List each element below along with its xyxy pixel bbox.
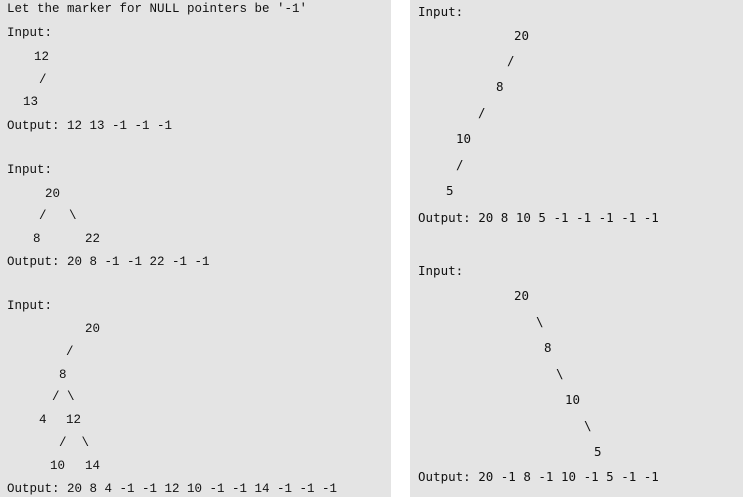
- tree-edge: /: [39, 73, 47, 87]
- output-line: Output: 20 8 4 -1 -1 12 10 -1 -1 14 -1 -…: [7, 482, 338, 496]
- tree-node: 10: [50, 459, 66, 473]
- input-label: Input:: [7, 163, 53, 177]
- right-panel: Input: 20 / 8 / 10 / 5 Output: 20 8 10 5…: [410, 0, 743, 497]
- input-label: Input:: [7, 299, 53, 313]
- tree-node: 8: [544, 340, 552, 355]
- tree-node: 8: [59, 368, 67, 382]
- tree-edge: / \: [39, 209, 77, 223]
- tree-node: 12: [34, 50, 50, 64]
- tree-edge: \: [556, 366, 564, 381]
- left-panel: Let the marker for NULL pointers be '-1'…: [0, 0, 391, 497]
- output-line: Output: 20 8 10 5 -1 -1 -1 -1 -1: [418, 210, 659, 225]
- tree-edge: /: [66, 345, 74, 359]
- output-line: Output: 20 -1 8 -1 10 -1 5 -1 -1: [418, 469, 659, 484]
- tree-edge: /: [478, 105, 486, 120]
- input-label: Input:: [418, 4, 464, 19]
- output-line: Output: 12 13 -1 -1 -1: [7, 119, 173, 133]
- tree-node: 12: [66, 413, 82, 427]
- tree-edge: \: [584, 418, 592, 433]
- tree-node: 14: [85, 459, 101, 473]
- tree-node: 22: [85, 232, 101, 246]
- tree-edge: / \: [59, 436, 90, 450]
- tree-node: 10: [456, 131, 472, 146]
- tree-edge: /: [507, 53, 515, 68]
- tree-node: 8: [33, 232, 41, 246]
- input-label: Input:: [7, 26, 53, 40]
- tree-edge: \: [536, 314, 544, 329]
- tree-node: 13: [23, 95, 39, 109]
- tree-node: 10: [565, 392, 581, 407]
- output-line: Output: 20 8 -1 -1 22 -1 -1: [7, 255, 210, 269]
- tree-edge: / \: [52, 390, 75, 404]
- tree-node: 5: [446, 183, 454, 198]
- tree-edge: /: [456, 157, 464, 172]
- tree-node: 20: [514, 288, 530, 303]
- tree-node: 8: [496, 79, 504, 94]
- tree-node: 5: [594, 444, 602, 459]
- tree-node: 20: [45, 187, 61, 201]
- input-label: Input:: [418, 263, 464, 278]
- tree-node: 4: [39, 413, 47, 427]
- tree-node: 20: [514, 28, 530, 43]
- tree-node: 20: [85, 322, 101, 336]
- intro-text: Let the marker for NULL pointers be '-1': [7, 2, 308, 16]
